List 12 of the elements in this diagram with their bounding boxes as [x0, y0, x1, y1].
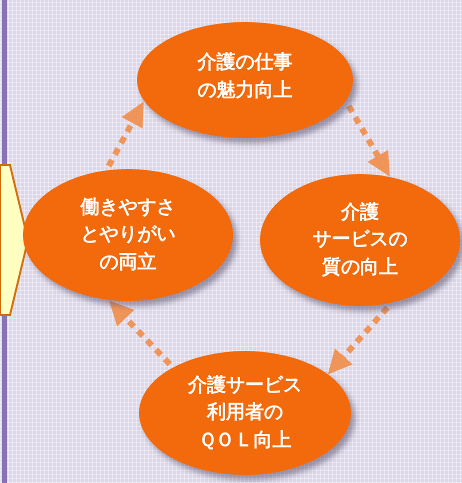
node-text: 介護の仕事の魅力向上 [196, 50, 294, 103]
node-text: 働きやすさとやりがいの両立 [79, 194, 176, 275]
dashed-arrow [109, 300, 172, 366]
dashed-arrow [346, 104, 390, 177]
dashed-arrow [328, 306, 390, 374]
node-text: 介護サービスの質の向上 [312, 200, 408, 280]
ellipse-node [23, 169, 233, 301]
ellipse-node [260, 174, 460, 306]
ellipse-node [137, 22, 353, 138]
dashed-arrow [106, 102, 144, 168]
node-text: 介護サービス利用者のＱＯＬ向上 [186, 372, 303, 453]
ellipse-node [139, 351, 351, 475]
